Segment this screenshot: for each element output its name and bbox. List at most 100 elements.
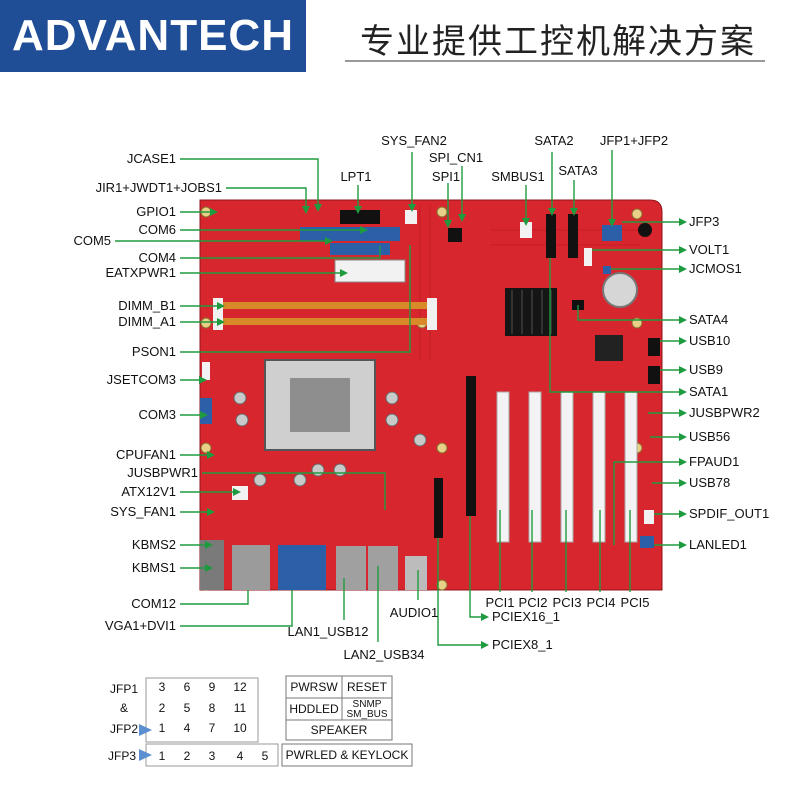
spi-chip: [448, 228, 462, 242]
buzzer: [638, 223, 652, 237]
label-pci5: PCI5: [621, 595, 650, 610]
label-sys-fan1: SYS_FAN1: [110, 504, 176, 519]
label-usb10: USB10: [689, 333, 730, 348]
pin-label-jfp2: JFP2: [110, 722, 138, 736]
label-sata4: SATA4: [689, 312, 728, 327]
label-audio1: AUDIO1: [390, 605, 438, 620]
label-usb56: USB56: [689, 429, 730, 444]
label-jusbpwr2: JUSBPWR2: [689, 405, 760, 420]
jsetcom3-jumper: [202, 362, 210, 380]
com4-header: [330, 243, 390, 255]
com-headers: [300, 227, 400, 241]
label-kbms2: KBMS2: [132, 537, 176, 552]
capacitors: [233, 391, 427, 487]
label-spi1: SPI1: [432, 169, 460, 184]
label-com12: COM12: [131, 596, 176, 611]
lpt1-connector: [340, 210, 380, 224]
dimm-latch: [427, 298, 437, 330]
usb9-port: [648, 366, 660, 384]
com12-port: [232, 545, 270, 590]
label-gpio1: GPIO1: [136, 204, 176, 219]
cmos-battery: [602, 272, 638, 308]
label-lan2-usb34: LAN2_USB34: [344, 647, 425, 662]
pin-cell: 3: [159, 680, 166, 694]
label-eatxpwr1: EATXPWR1: [105, 265, 176, 280]
arrowheads: [199, 204, 687, 649]
pin-label-amp: &: [120, 701, 128, 715]
slogan: 专业提供工控机解决方案: [360, 22, 756, 62]
label-jfp1-jfp2: JFP1+JFP2: [600, 133, 668, 148]
pci-slots: [496, 391, 638, 543]
pin-cell: 3: [209, 749, 216, 763]
lan2-usb-port: [368, 546, 398, 590]
label-lan1-usb12: LAN1_USB12: [288, 624, 369, 639]
dimm-a1-slot: [215, 318, 435, 325]
label-usb9: USB9: [689, 362, 723, 377]
label-jcase1: JCASE1: [127, 151, 176, 166]
audio-port: [405, 556, 427, 590]
io-chip: [595, 335, 623, 361]
label-lpt1: LPT1: [340, 169, 371, 184]
jcmos1-jumper: [603, 266, 611, 274]
spdif-header: [644, 510, 654, 524]
cpu-lid: [290, 378, 350, 432]
smbus1-connector: [520, 222, 532, 238]
pin-cell: 10: [233, 721, 247, 735]
func-smbus: SM_BUS: [346, 709, 387, 720]
label-sys-fan2: SYS_FAN2: [381, 133, 447, 148]
kbms-port: [200, 540, 224, 590]
func-reset: RESET: [347, 680, 388, 694]
label-jsetcom3: JSETCOM3: [107, 372, 176, 387]
label-sata1: SATA1: [689, 384, 728, 399]
pin-cell: 2: [184, 749, 191, 763]
label-atx12v1: ATX12V1: [121, 484, 176, 499]
pin-cell: 1: [159, 749, 166, 763]
label-pci2: PCI2: [519, 595, 548, 610]
label-dimm-b1: DIMM_B1: [118, 298, 176, 313]
label-com3: COM3: [138, 407, 176, 422]
label-jfp3: JFP3: [689, 214, 719, 229]
pin-cell: 5: [262, 749, 269, 763]
advantech-logo: ADVANTECH: [0, 0, 306, 72]
sys-fan2-connector: [405, 210, 417, 224]
label-vga1-dvi1: VGA1+DVI1: [105, 618, 176, 633]
label-smbus1: SMBUS1: [491, 169, 544, 184]
label-cpufan1: CPUFAN1: [116, 447, 176, 462]
pin-cell: 9: [209, 680, 216, 694]
label-spdif-out1: SPDIF_OUT1: [689, 506, 769, 521]
jfp-header: [602, 225, 622, 241]
slogan-underline: [345, 60, 765, 62]
sata3-port: [568, 214, 578, 258]
pin1-marker-icon: [139, 749, 152, 761]
pin-table: JFP1 & JFP2 JFP3 3 6 9 12 2 5 8 11 1 4 7…: [108, 677, 279, 767]
pin-cell: 4: [184, 721, 191, 735]
dimm-b1-slot: [215, 302, 435, 309]
func-speaker: SPEAKER: [311, 723, 368, 737]
pin-cell: 11: [234, 701, 247, 715]
sata2-port: [546, 214, 556, 258]
pciex16-slot: [466, 376, 476, 516]
func-snmp: SNMP: [353, 699, 382, 710]
label-pci4: PCI4: [587, 595, 616, 610]
label-dimm-a1: DIMM_A1: [118, 314, 176, 329]
pciex8-slot: [434, 478, 443, 538]
label-jusbpwr1: JUSBPWR1: [127, 465, 198, 480]
label-com6: COM6: [138, 222, 176, 237]
pin-cell: 12: [233, 680, 247, 694]
label-jcmos1: JCMOS1: [689, 261, 742, 276]
volt1-jumper: [584, 248, 592, 266]
pin-cell: 1: [159, 721, 166, 735]
pin-cell: 7: [209, 721, 216, 735]
usb10-port: [648, 338, 660, 356]
dimm-latch: [213, 298, 223, 330]
label-pson1: PSON1: [132, 344, 176, 359]
label-spi-cn1: SPI_CN1: [429, 150, 483, 165]
func-hddled: HDDLED: [289, 702, 339, 716]
label-com5: COM5: [73, 233, 111, 248]
com3-header: [200, 398, 212, 424]
label-fpaud1: FPAUD1: [689, 454, 739, 469]
lan1-usb-port: [336, 546, 366, 590]
label-kbms1: KBMS1: [132, 560, 176, 575]
label-pciex16-1: PCIEX16_1: [492, 609, 560, 624]
